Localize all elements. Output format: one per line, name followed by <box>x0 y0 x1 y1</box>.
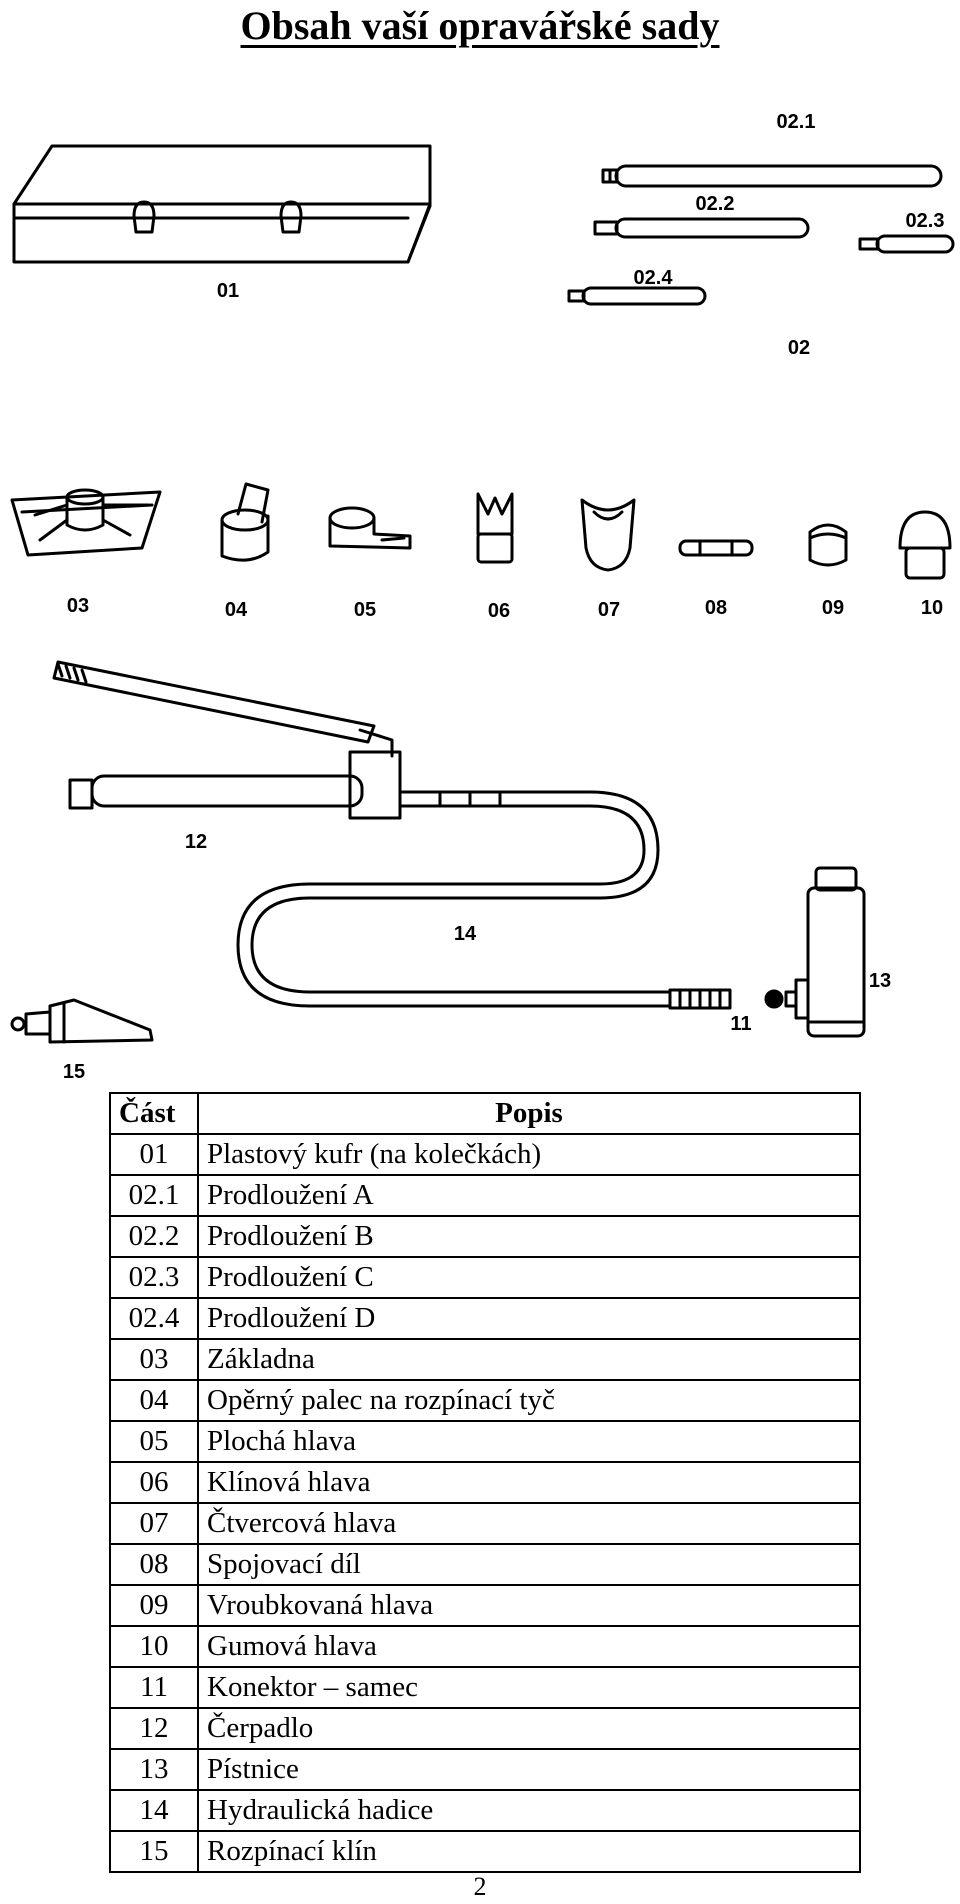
page-number: 2 <box>473 1872 487 1901</box>
part-number: 03 <box>109 1338 199 1381</box>
label-02-2: 02.2 <box>696 193 735 215</box>
table-header-row: Část Popis <box>109 1092 861 1135</box>
part-number: 15 <box>109 1830 199 1873</box>
label-02-3: 02.3 <box>906 210 945 232</box>
label-02-4: 02.4 <box>634 267 674 289</box>
part-number: 06 <box>109 1461 199 1504</box>
label-12: 12 <box>185 831 207 853</box>
part-number: 02.2 <box>109 1215 199 1258</box>
label-09: 09 <box>822 597 844 619</box>
connector-drawing <box>678 539 754 557</box>
part-number: 04 <box>109 1379 199 1422</box>
part-description: Rozpínací klín <box>197 1830 861 1873</box>
header-description: Popis <box>197 1092 861 1135</box>
part-description: Čerpadlo <box>197 1707 861 1750</box>
part-description: Základna <box>197 1338 861 1381</box>
label-14: 14 <box>454 923 477 945</box>
label-11: 11 <box>730 1013 751 1035</box>
part-number: 14 <box>109 1789 199 1832</box>
part-number: 09 <box>109 1584 199 1627</box>
parts-illustration: 01 02.1 02.2 02.3 02.4 02 03 04 05 06 07… <box>10 111 955 1080</box>
part-description: Prodloužení D <box>197 1297 861 1340</box>
part-description: Prodloužení B <box>197 1215 861 1258</box>
part-number: 02.1 <box>109 1174 199 1217</box>
label-08: 08 <box>705 597 727 619</box>
spreader-wedge-drawing <box>10 998 154 1044</box>
label-07: 07 <box>598 599 620 621</box>
part-description: Čtvercová hlava <box>197 1502 861 1545</box>
wedge-head-drawing <box>476 492 514 564</box>
part-description: Konektor – samec <box>197 1666 861 1709</box>
part-description: Spojovací díl <box>197 1543 861 1586</box>
base-drawing <box>10 488 162 557</box>
label-02: 02 <box>788 337 810 359</box>
part-description: Pístnice <box>197 1748 861 1791</box>
label-06: 06 <box>488 600 510 622</box>
case-drawing <box>12 144 432 264</box>
label-01: 01 <box>217 280 239 302</box>
part-number: 12 <box>109 1707 199 1750</box>
label-05: 05 <box>354 599 376 621</box>
part-description: Prodloužení C <box>197 1256 861 1299</box>
rubber-head-drawing <box>898 510 952 580</box>
part-description: Plastový kufr (na kolečkách) <box>197 1133 861 1176</box>
part-description: Gumová hlava <box>197 1625 861 1668</box>
part-number: 07 <box>109 1502 199 1545</box>
page-title: Obsah vaší opravářské sady <box>240 3 720 48</box>
label-10: 10 <box>921 597 943 619</box>
square-head-drawing <box>580 498 636 572</box>
serrated-head-drawing <box>808 523 848 567</box>
male-coupler-drawing <box>764 989 798 1009</box>
ram-toe-drawing <box>220 482 270 562</box>
hose-drawing <box>236 790 732 1010</box>
extension-bars-drawing <box>567 164 955 306</box>
label-03: 03 <box>67 595 89 617</box>
label-02-1: 02.1 <box>777 111 816 133</box>
part-number: 02.4 <box>109 1297 199 1340</box>
label-15: 15 <box>63 1061 85 1080</box>
part-number: 01 <box>109 1133 199 1176</box>
ram-drawing <box>794 866 866 1038</box>
label-04: 04 <box>225 599 248 621</box>
part-number: 05 <box>109 1420 199 1463</box>
part-number: 08 <box>109 1543 199 1586</box>
part-number: 13 <box>109 1748 199 1791</box>
label-13: 13 <box>869 970 891 992</box>
part-number: 11 <box>109 1666 199 1709</box>
part-number: 10 <box>109 1625 199 1668</box>
pump-drawing <box>52 660 502 820</box>
flat-head-drawing <box>328 506 412 550</box>
part-description: Klínová hlava <box>197 1461 861 1504</box>
part-number: 02.3 <box>109 1256 199 1299</box>
part-description: Vroubkovaná hlava <box>197 1584 861 1627</box>
part-description: Hydraulická hadice <box>197 1789 861 1832</box>
part-description: Plochá hlava <box>197 1420 861 1463</box>
header-part: Část <box>109 1092 199 1135</box>
part-description: Prodloužení A <box>197 1174 861 1217</box>
part-description: Opěrný palec na rozpínací tyč <box>197 1379 861 1422</box>
